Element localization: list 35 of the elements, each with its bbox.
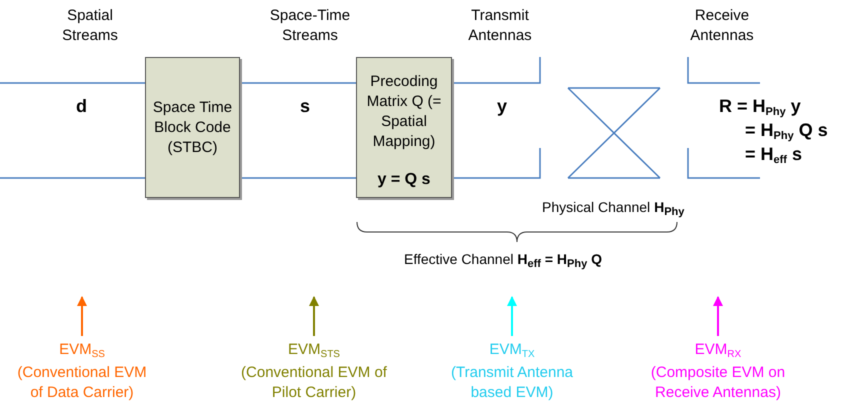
stage-label: Space-Time Streams xyxy=(268,6,352,46)
equation: R = H$_{Phy}$ y xyxy=(719,95,801,120)
box-title: Precoding Matrix Q (= Spatial Mapping) xyxy=(366,72,442,152)
signal-line xyxy=(240,82,356,84)
metric-label: EVM$_{SS}$ xyxy=(59,340,105,360)
channel-label: Effective Channel H$_{eff}$ = H$_{Phy}$ Q xyxy=(404,250,602,270)
signal-label: y xyxy=(497,95,508,118)
metric-label: EVM$_{STS}$ xyxy=(288,340,340,360)
arrow xyxy=(713,296,723,336)
metric-label: EVM$_{TX}$ xyxy=(489,340,535,360)
process-box xyxy=(356,57,452,198)
signal-label: d xyxy=(76,95,87,118)
stage-label: Transmit Antennas xyxy=(467,6,533,46)
channel-label: Physical Channel H$_{Phy}$ xyxy=(542,198,684,218)
signal-line xyxy=(240,177,356,179)
equation: y = Q s xyxy=(378,170,430,190)
signal-line xyxy=(0,177,145,179)
signal-line xyxy=(452,57,541,84)
signal-line xyxy=(452,148,541,179)
arrow xyxy=(309,296,319,336)
arrow xyxy=(507,296,517,336)
arrow xyxy=(77,296,87,336)
metric-description: (Conventional EVM of Pilot Carrier) xyxy=(240,363,388,403)
metric-description: (Composite EVM on Receive Antennas) xyxy=(650,363,786,403)
equation: = H$_{eff}$ s xyxy=(745,143,802,168)
box-title: Space Time Block Code (STBC) xyxy=(152,98,234,158)
stage-label: Receive Antennas xyxy=(689,6,755,46)
signal-label: s xyxy=(300,95,310,118)
signal-line xyxy=(0,82,145,84)
metric-description: (Conventional EVM of Data Carrier) xyxy=(16,363,148,403)
metric-label: EVM$_{RX}$ xyxy=(694,340,742,360)
process-box xyxy=(145,57,240,198)
metric-description: (Transmit Antenna based EVM) xyxy=(450,363,574,403)
equation: = H$_{Phy}$ Q s xyxy=(745,119,828,144)
stage-label: Spatial Streams xyxy=(61,6,119,46)
